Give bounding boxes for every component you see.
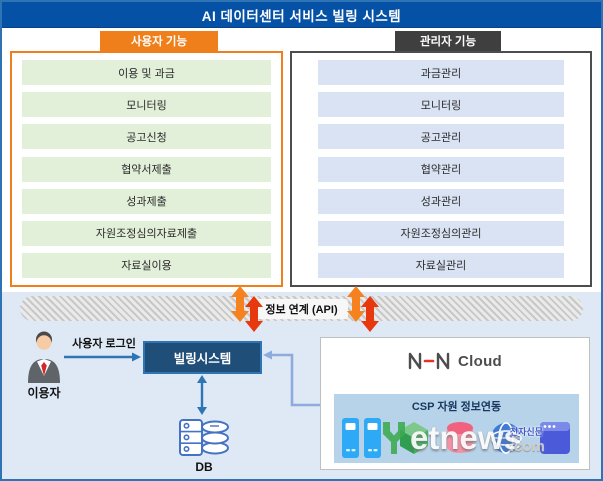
nhn-logo-icon — [408, 352, 450, 370]
admin-function-item: 협약관리 — [318, 156, 564, 182]
cloud-word: Cloud — [458, 352, 502, 370]
nhn-cloud-logo: Cloud — [321, 352, 589, 370]
diagram-title: AI 데이터센터 서비스 빌링 시스템 — [201, 8, 402, 24]
user-function-item: 모니터링 — [22, 92, 271, 118]
admin-function-item: 공고관리 — [318, 124, 564, 150]
user-icon — [22, 331, 66, 388]
user-function-item: 이용 및 과금 — [22, 60, 271, 86]
billing-system-box: 빌링시스템 — [143, 341, 262, 374]
tab-user-label: 사용자 기능 — [130, 36, 188, 48]
nhn-cloud-box: Cloud CSP 자원 정보연동 — [320, 337, 590, 470]
user-function-item: 자원조정심의자료제출 — [22, 220, 271, 246]
tab-user-functions: 사용자 기능 — [100, 31, 218, 51]
user-label: 이용자 — [27, 386, 61, 400]
user-function-item: 공고신청 — [22, 124, 271, 150]
admin-function-item: 과금관리 — [318, 60, 564, 86]
user-function-item: 성과제출 — [22, 188, 271, 214]
admin-function-item: 모니터링 — [318, 92, 564, 118]
user-function-item: 협약서제출 — [22, 156, 271, 182]
login-arrow-label: 사용자 로그인 — [72, 338, 136, 350]
admin-function-item: 자원조정심의관리 — [318, 220, 564, 246]
package-icon — [399, 422, 428, 454]
user-functions-panel: 이용 및 과금 모니터링 공고신청 협약서제출 성과제출 자원조정심의자료제출 … — [10, 51, 283, 287]
tab-admin-functions: 관리자 기능 — [395, 31, 501, 51]
server-towers-icon — [342, 418, 381, 458]
csp-sync-title: CSP 자원 정보연동 — [411, 401, 502, 413]
user-function-item: 자료실이용 — [22, 252, 271, 278]
bidirectional-arrow-icon — [231, 286, 263, 337]
browser-icon — [540, 422, 570, 454]
api-link-label: 정보 연계 (API) — [255, 298, 348, 319]
bidirectional-arrow-icon — [347, 286, 379, 337]
diagram-title-bar: AI 데이터센터 서비스 빌링 시스템 — [2, 2, 601, 28]
database-cylinder-icon — [446, 422, 473, 453]
admin-function-item: 성과관리 — [318, 188, 564, 214]
admin-functions-panel: 과금관리 모니터링 공고관리 협약관리 성과관리 자원조정심의관리 자료실관리 — [290, 51, 592, 287]
billing-system-label: 빌링시스템 — [173, 352, 232, 366]
admin-function-item: 자료실관리 — [318, 252, 564, 278]
api-link-bar: 정보 연계 (API) — [20, 296, 583, 321]
db-label: DB — [195, 460, 213, 474]
csp-resource-icons — [334, 416, 579, 460]
csp-sync-panel: CSP 자원 정보연동 — [334, 394, 579, 463]
globe-icon — [490, 422, 523, 454]
tab-admin-label: 관리자 기능 — [419, 36, 477, 48]
database-icon — [178, 415, 230, 464]
